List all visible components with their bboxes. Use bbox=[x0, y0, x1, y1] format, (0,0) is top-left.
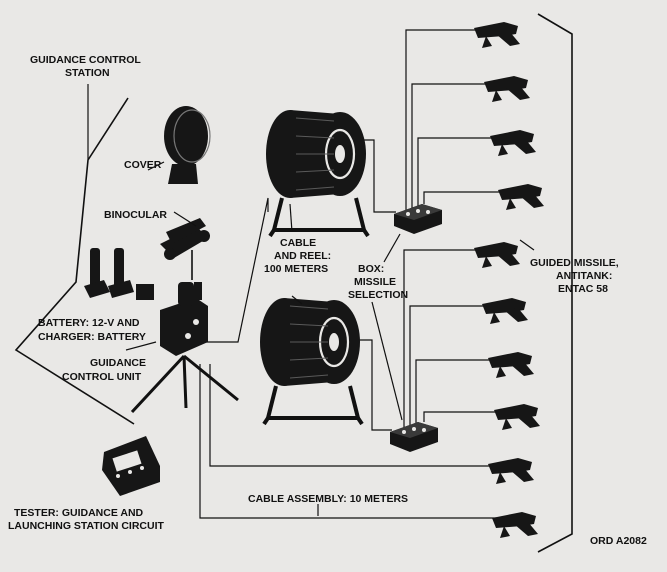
box-label-1: BOX: bbox=[358, 263, 384, 275]
battery-drawing bbox=[84, 248, 154, 300]
cable-reel-label-1: CABLE bbox=[280, 237, 316, 249]
tester-label-2: LAUNCHING STATION CIRCUIT bbox=[8, 520, 165, 532]
wiring bbox=[196, 29, 500, 519]
selection-box-lower bbox=[390, 422, 438, 452]
unit-label-2: CONTROL UNIT bbox=[62, 371, 142, 383]
missile-label-3: ENTAC 58 bbox=[558, 283, 608, 295]
leader-lines bbox=[125, 161, 535, 516]
cover-label: COVER bbox=[124, 159, 162, 171]
missiles bbox=[474, 22, 544, 538]
guidance-station-label-1: GUIDANCE CONTROL bbox=[30, 54, 141, 66]
cable-reel-label-3: 100 METERS bbox=[264, 263, 328, 275]
missile-label-2: ANTITANK: bbox=[556, 270, 612, 282]
unit-label-1: GUIDANCE bbox=[90, 357, 146, 369]
cable-assembly-label: CABLE ASSEMBLY: 10 METERS bbox=[248, 493, 408, 505]
guidance-unit-drawing bbox=[130, 282, 239, 414]
cable-reel-label-2: AND REEL: bbox=[274, 250, 331, 262]
binocular-drawing bbox=[160, 211, 210, 280]
tester-label-1: TESTER: GUIDANCE AND bbox=[14, 507, 144, 519]
cover-drawing bbox=[164, 106, 211, 184]
battery-label-1: BATTERY: 12-V AND bbox=[38, 317, 140, 329]
cable-reel-upper bbox=[264, 108, 370, 238]
diagram-labels: GUIDANCE CONTROL STATION COVER BINOCULAR… bbox=[8, 54, 647, 547]
guidance-station-label-2: STATION bbox=[65, 67, 110, 79]
binocular-label: BINOCULAR bbox=[104, 209, 167, 221]
cable-reel-lower bbox=[258, 296, 364, 426]
box-label-2: MISSILE bbox=[354, 276, 396, 288]
selection-box-upper bbox=[394, 204, 442, 234]
box-label-3: SELECTION bbox=[348, 289, 408, 301]
tester-drawing bbox=[102, 436, 160, 496]
missile-bracket bbox=[537, 13, 573, 553]
reference-code: ORD A2082 bbox=[590, 535, 647, 547]
battery-label-2: CHARGER: BATTERY bbox=[38, 331, 146, 343]
missile-label-1: GUIDED MISSILE, bbox=[530, 257, 619, 269]
station-bracket bbox=[14, 84, 135, 425]
